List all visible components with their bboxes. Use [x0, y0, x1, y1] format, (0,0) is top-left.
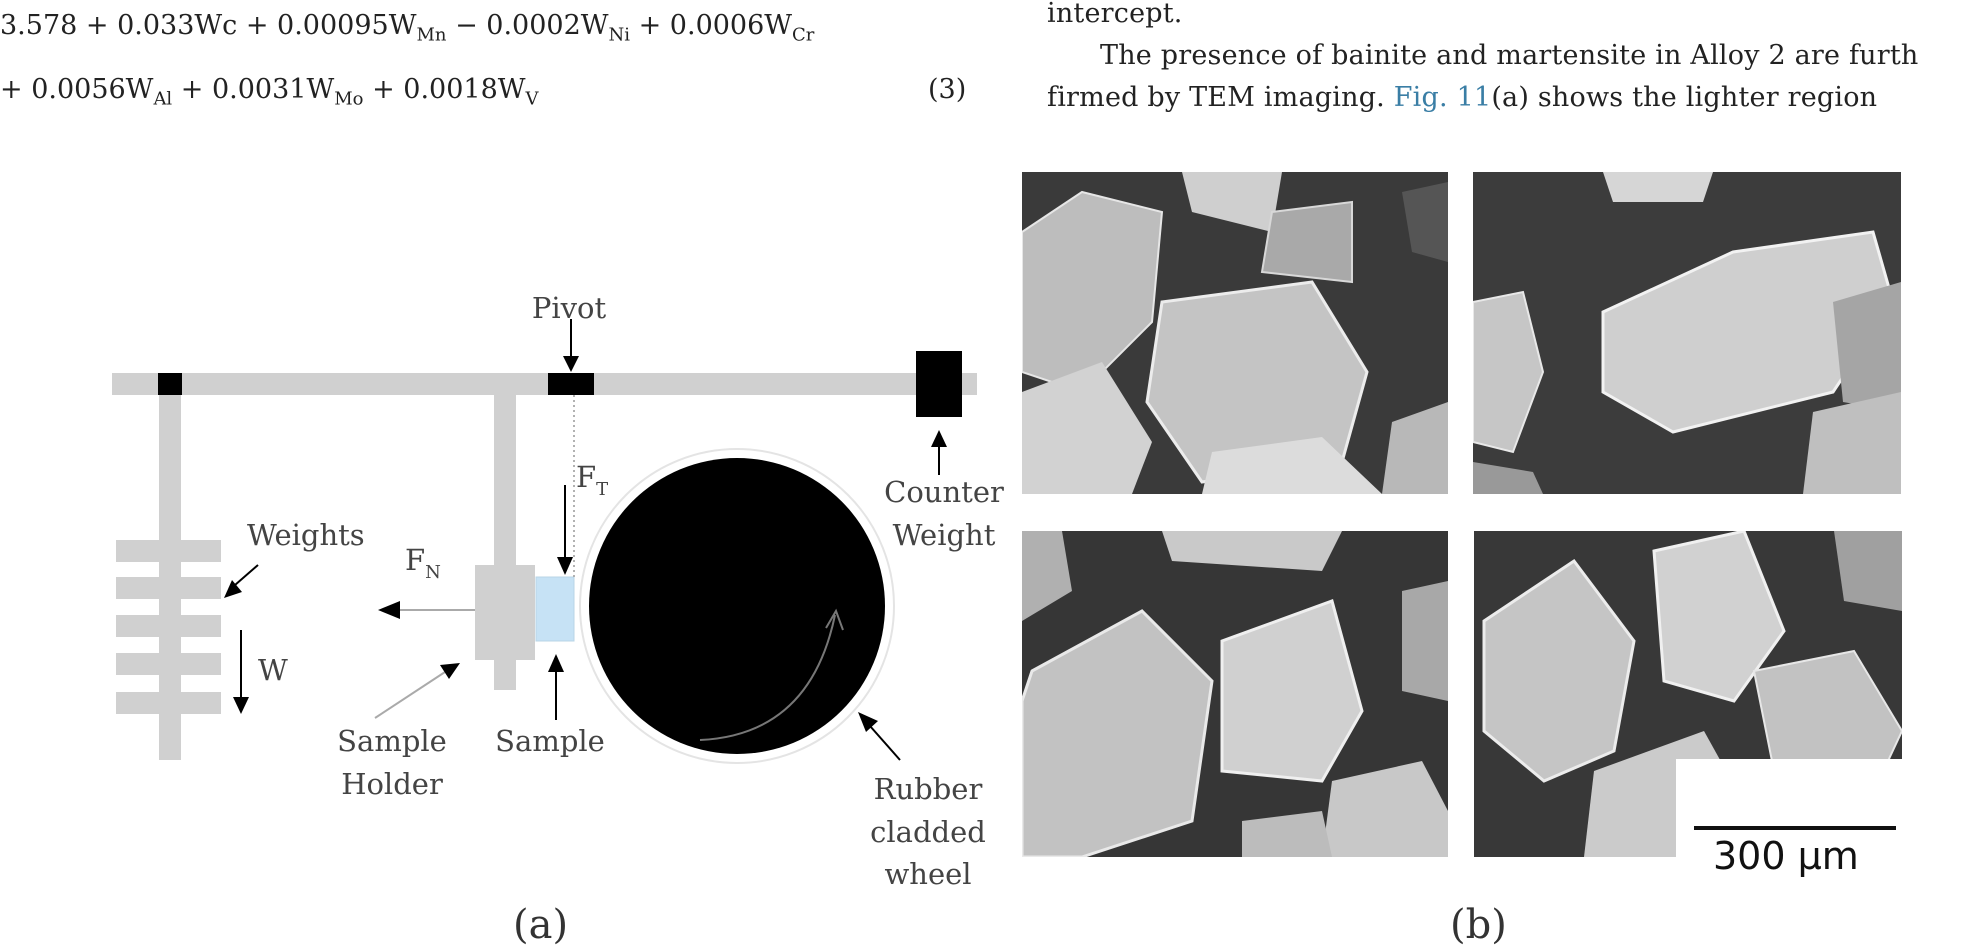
eq-sub: Mo — [334, 88, 364, 110]
rotation-arrow — [699, 614, 836, 741]
label-w: W — [258, 653, 288, 687]
figure-b-caption: (b) — [1450, 902, 1507, 948]
eq-sub: Mn — [416, 24, 447, 46]
weight-plate — [116, 540, 221, 562]
sem-particles-image — [1474, 531, 1902, 857]
label-ft-sub: T — [596, 479, 608, 500]
fn-arrowhead — [378, 601, 400, 619]
body-text-line-1: intercept. — [1047, 0, 1183, 29]
ft-arrowhead — [557, 557, 573, 575]
eq-sub: V — [525, 88, 539, 110]
sem-panel-bottom-right — [1474, 531, 1902, 857]
eq-term: − 0.0002W — [446, 10, 609, 41]
body-text-line-3: firmed by TEM imaging. Fig. 11(a) shows … — [1047, 82, 1877, 113]
equation-line-2: + 0.0056WAl + 0.0031WMo + 0.0018WV — [0, 74, 539, 109]
label-fn-sub: N — [425, 562, 441, 583]
label-sample: Sample — [495, 724, 605, 758]
sem-panel-top-right — [1473, 172, 1901, 494]
pivot-block — [548, 373, 594, 395]
equation-line-1: 3.578 + 0.033Wc + 0.00095WMn − 0.0002WNi… — [0, 10, 814, 45]
counter-arrowhead — [931, 430, 947, 447]
eq-term: + 0.0031W — [172, 74, 335, 105]
lever-beam — [112, 373, 977, 395]
label-ft-main: F — [576, 460, 596, 494]
weight-plate — [116, 577, 221, 599]
eq-term: 3.578 + 0.033Wc + 0.00095W — [0, 10, 417, 41]
beam-joint-left — [158, 373, 182, 395]
label-counter-weight-1: Counter — [884, 475, 1004, 509]
sem-particles-image — [1022, 172, 1448, 494]
label-wheel-2: cladded — [870, 815, 986, 849]
weight-plate — [116, 653, 221, 675]
sem-micrograph-grid: 300 μm — [1018, 166, 1906, 878]
body-text-line-2: The presence of bainite and martensite i… — [1100, 40, 1919, 71]
equation-number: (3) — [928, 74, 967, 105]
eq-term: + 0.0018W — [363, 74, 526, 105]
scale-bar-label: 300 μm — [1713, 834, 1859, 878]
sample-block — [535, 576, 575, 642]
sample-arrowhead — [548, 654, 564, 672]
label-wheel-3: wheel — [884, 857, 971, 891]
rubber-cladded-wheel — [589, 458, 885, 754]
weights-arrow-line — [234, 564, 259, 586]
wheel-arrow-line — [869, 725, 901, 761]
sem-particles-image — [1022, 531, 1448, 857]
sem-panel-top-left — [1022, 172, 1448, 494]
label-sample-holder-2: Holder — [341, 767, 443, 801]
weights-arrowhead — [224, 580, 242, 598]
holder-arrow-line — [374, 671, 446, 719]
w-arrowhead — [233, 697, 249, 714]
eq-sub: Cr — [792, 24, 815, 46]
weight-plate — [116, 615, 221, 637]
body-text-span: (a) shows the lighter region — [1491, 82, 1878, 113]
pivot-arrowhead — [563, 356, 579, 372]
figure-a-caption: (a) — [513, 902, 569, 948]
holder-block — [475, 565, 535, 660]
body-text-span: The presence of bainite and martensite i… — [1100, 40, 1919, 71]
counter-weight-block — [916, 351, 962, 417]
eq-sub: Al — [153, 88, 173, 110]
eq-sub: Ni — [608, 24, 631, 46]
label-sample-holder-1: Sample — [337, 724, 447, 758]
label-ft: FT — [576, 460, 608, 500]
label-counter-weight-2: Weight — [893, 518, 996, 552]
wheel-arrowhead — [858, 712, 878, 732]
weight-plate — [116, 692, 221, 714]
label-pivot: Pivot — [532, 291, 607, 325]
label-fn: FN — [405, 543, 441, 583]
rotation-arrowhead — [825, 608, 844, 631]
label-fn-main: F — [405, 543, 425, 577]
figure-link[interactable]: Fig. 11 — [1393, 82, 1492, 113]
holder-arrowhead — [440, 663, 460, 679]
abrasion-test-schematic: Pivot FT FN Counter Weight Weights W Sam… — [112, 291, 1004, 891]
label-weights: Weights — [247, 518, 365, 552]
label-wheel-1: Rubber — [874, 772, 983, 806]
scale-bar-line — [1694, 826, 1896, 830]
sem-panel-bottom-left — [1022, 531, 1448, 857]
sem-particles-image — [1473, 172, 1901, 494]
eq-term: + 0.0056W — [0, 74, 154, 105]
body-text-span: firmed by TEM imaging. — [1047, 82, 1394, 113]
eq-term: + 0.0006W — [630, 10, 793, 41]
